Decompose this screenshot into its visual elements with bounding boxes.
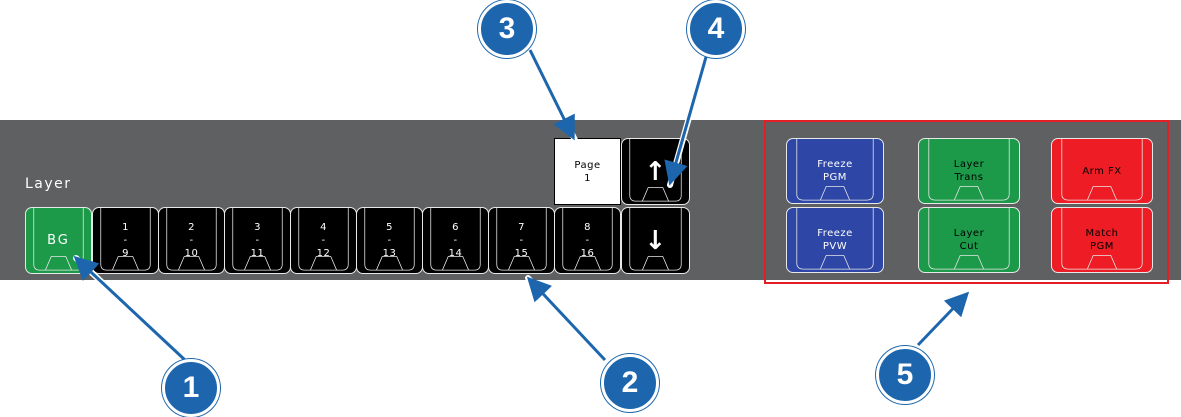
match-pgm-line1: Match (1085, 228, 1119, 239)
arm-fx-line1: Arm FX (1082, 165, 1122, 177)
page-key-line1: Page (574, 159, 601, 171)
bus-key-8[interactable]: 8 - 16 (554, 207, 621, 274)
bus-key-8-top: 8 (584, 222, 591, 233)
freeze-pgm-line2: PGM (823, 172, 847, 183)
bus-key-1-top: 1 (122, 222, 129, 233)
bus-key-2[interactable]: 2 - 10 (158, 207, 225, 274)
layer-trans-key[interactable]: Layer Trans (918, 138, 1020, 204)
arm-fx-key[interactable]: Arm FX (1051, 138, 1153, 204)
callout-4: 4 (687, 0, 745, 58)
bus-key-5-top: 5 (386, 222, 393, 233)
arrow-5 (916, 291, 970, 347)
arrow-2 (526, 276, 607, 362)
bus-key-3-bottom: 11 (250, 248, 265, 259)
arrow-down-icon: ↓ (644, 225, 667, 256)
bus-key-3[interactable]: 3 - 11 (224, 207, 291, 274)
layer-label: Layer (25, 176, 72, 192)
bus-key-4[interactable]: 4 - 12 (290, 207, 357, 274)
freeze-pgm-key[interactable]: Freeze PGM (786, 138, 884, 204)
bus-key-7-sep: - (519, 235, 524, 246)
bus-key-7-bottom: 15 (514, 248, 529, 259)
bus-key-4-top: 4 (320, 222, 327, 233)
bus-key-1-sep: - (123, 235, 128, 246)
page-down-key[interactable]: ↓ (621, 207, 690, 274)
bus-key-3-sep: - (255, 235, 260, 246)
page-up-key[interactable]: ↑ (621, 138, 690, 205)
bus-key-4-bottom: 12 (316, 248, 331, 259)
page-key[interactable]: Page 1 (554, 138, 621, 205)
bus-key-6-top: 6 (452, 222, 459, 233)
bus-key-6-sep: - (453, 235, 458, 246)
bus-key-4-sep: - (321, 235, 326, 246)
bus-key-8-sep: - (585, 235, 590, 246)
freeze-pvw-key[interactable]: Freeze PVW (786, 207, 884, 273)
callout-5: 5 (876, 346, 934, 404)
freeze-pvw-line2: PVW (822, 241, 848, 252)
arrow-up-icon: ↑ (644, 156, 667, 187)
bus-key-6[interactable]: 6 - 14 (422, 207, 489, 274)
bus-key-7[interactable]: 7 - 15 (488, 207, 555, 274)
bus-key-2-sep: - (189, 235, 194, 246)
bus-key-7-top: 7 (518, 222, 525, 233)
callout-3: 3 (478, 0, 536, 58)
match-pgm-key[interactable]: Match PGM (1051, 207, 1153, 273)
layer-cut-line2: Cut (959, 241, 979, 252)
bus-key-5-bottom: 13 (382, 248, 397, 259)
bus-key-2-top: 2 (188, 222, 195, 233)
layer-trans-line1: Layer (953, 159, 985, 170)
bus-key-1[interactable]: 1 - 9 (92, 207, 159, 274)
layer-cut-line1: Layer (953, 228, 985, 239)
freeze-pgm-line1: Freeze (817, 159, 853, 170)
callout-1: 1 (162, 359, 220, 417)
bus-key-2-bottom: 10 (184, 248, 199, 259)
bg-key-label: BG (47, 233, 70, 248)
layer-cut-key[interactable]: Layer Cut (918, 207, 1020, 273)
bus-key-8-bottom: 16 (580, 248, 595, 259)
callout-2: 2 (601, 354, 659, 412)
fx-keys-highlight (764, 120, 1169, 284)
layer-trans-line2: Trans (954, 172, 984, 183)
freeze-pvw-line1: Freeze (817, 228, 853, 239)
bus-key-3-top: 3 (254, 222, 261, 233)
page-key-line2: 1 (584, 172, 591, 184)
bus-key-6-bottom: 14 (448, 248, 463, 259)
bus-key-5[interactable]: 5 - 13 (356, 207, 423, 274)
match-pgm-line2: PGM (1090, 241, 1114, 252)
bg-key[interactable]: BG (25, 207, 92, 274)
bus-key-5-sep: - (387, 235, 392, 246)
bus-key-1-bottom: 9 (122, 248, 129, 259)
